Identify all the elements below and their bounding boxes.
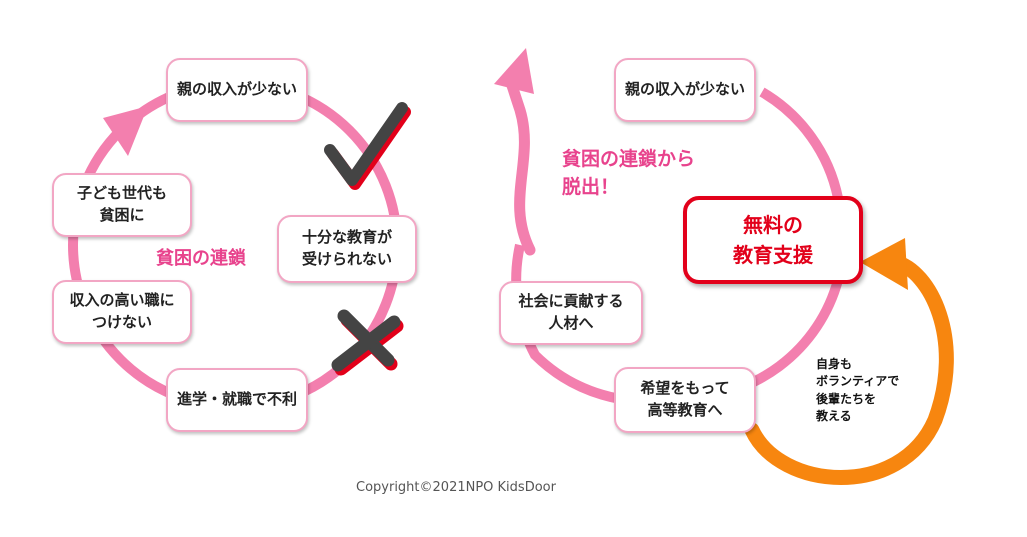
escape-arrow: [504, 74, 536, 256]
right-highlight-free-education: 無料の 教育支援: [683, 196, 863, 284]
volunteer-note: 自身も ボランティアで 後輩たちを 教える: [816, 357, 900, 424]
copyright-text: Copyright©2021NPO KidsDoor: [356, 480, 556, 495]
right-box-contribute: 社会に貢献する 人材へ: [499, 281, 643, 345]
right-box-parent-income: 親の収入が少ない: [614, 58, 756, 122]
volunteer-arrowhead: [860, 238, 908, 290]
check-mark-icon: [324, 102, 411, 190]
left-box-parent-income: 親の収入が少ない: [166, 58, 308, 122]
left-cycle-arrowhead: [103, 106, 148, 156]
left-box-next-generation: 子ども世代も 貧困に: [52, 173, 192, 237]
left-box-low-paying-job: 収入の高い職に つけない: [52, 280, 192, 344]
right-escape-label: 貧困の連鎖から 脱出！: [562, 148, 696, 198]
left-box-insufficient-education: 十分な教育が 受けられない: [277, 215, 417, 283]
right-box-higher-education: 希望をもって 高等教育へ: [614, 367, 756, 433]
escape-arrowhead: [494, 48, 534, 94]
left-box-disadvantage: 進学・就職で不利: [166, 368, 308, 432]
volunteer-arrow: [744, 254, 954, 485]
cross-mark-icon: [331, 309, 404, 376]
left-center-label: 貧困の連鎖: [156, 248, 246, 269]
